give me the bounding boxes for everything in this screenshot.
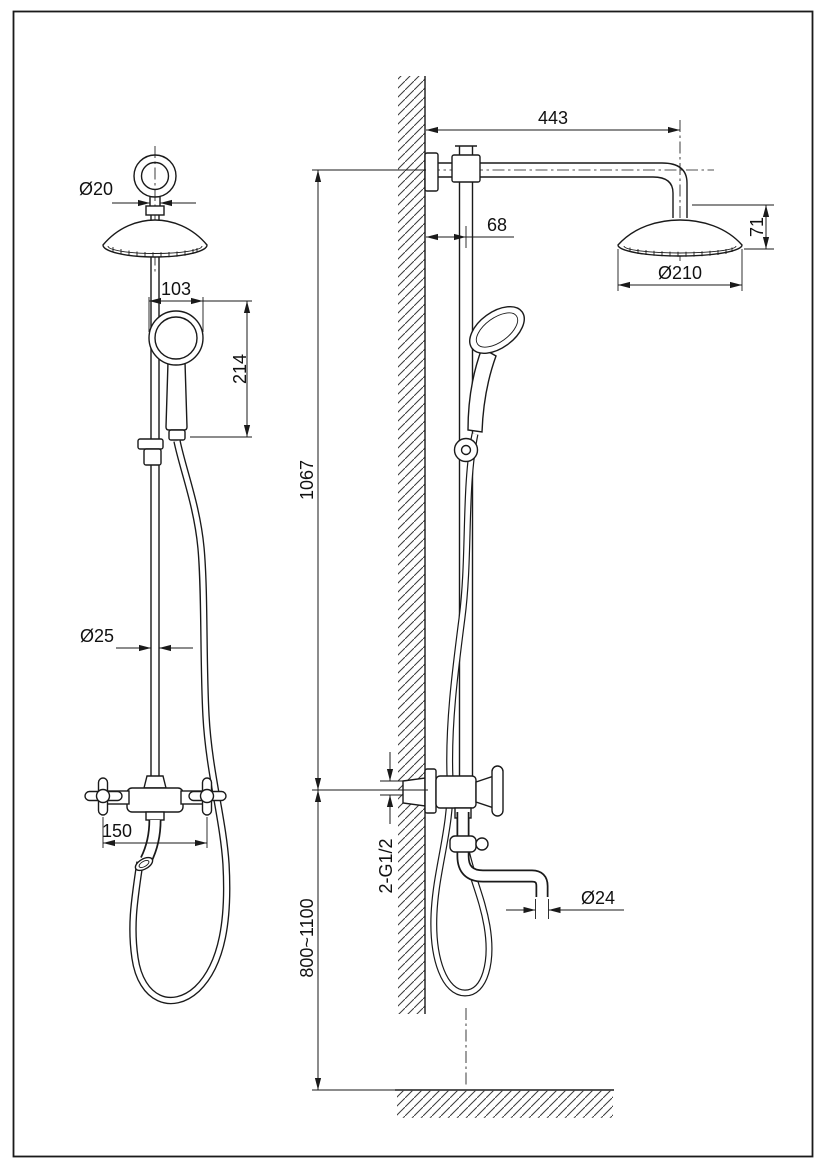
dim-hand-shower-height: 214 [190,300,252,438]
dim-inlet-thread: 2-G1/2 [376,752,403,894]
side-view [395,76,743,1118]
dim-inlet-distance: 150 [102,817,208,848]
arm-tube-inner [438,176,674,218]
dim-label: Ø24 [581,888,615,908]
extension-lines [692,204,774,250]
cross-handle-side [491,765,504,817]
dimension-annotations: Ø20 103 214 Ø25 150 443 [79,108,774,1091]
hand-shower-handle-front [165,361,188,431]
mixer-body-front [126,787,184,813]
dim-label: 150 [102,821,132,841]
arm-wall-flange [424,152,439,192]
shower-hose-front [129,440,231,1005]
wall-hatching [398,76,425,1014]
floor-hatching [397,1090,613,1118]
dim-label: 71 [747,217,767,237]
dim-label: Ø25 [80,626,114,646]
hand-shower-head-front [148,310,204,366]
rain-shower-head-front [102,219,208,258]
hang-ring-outer [133,154,177,198]
rain-head-nozzle-ticks-side [629,247,733,257]
mixer-wall-flange-side [424,768,437,814]
mixer-body-side [435,775,477,809]
shower-hose-front-inner [130,440,230,1003]
dim-arm-reach: 443 [426,108,680,134]
page-border [12,10,814,1158]
dim-rain-head-dia: Ø210 [617,249,743,291]
extension-lines [190,300,252,438]
dim-label: 800~1100 [297,898,317,977]
dim-label: 1067 [297,460,317,500]
rain-head-nozzle-ticks-front [112,247,198,258]
rain-shower-head-side [617,219,743,257]
slider-bracket-body-front [143,448,162,466]
dim-spout-dia: Ø24 [506,888,624,919]
wall-inlet-connector [402,777,426,807]
dim-hand-shower-width: 103 [148,279,204,332]
hand-shower-hose-nut-front [168,429,186,441]
dim-label: 443 [538,108,568,128]
dim-riser-dia: Ø25 [80,626,193,652]
arm-tee-fitting [451,154,481,183]
shower-hose-side-inner [431,433,492,996]
dim-install-height: 800~1100 [297,790,397,1091]
spout-tube-side-inner [458,812,547,897]
extension-lines [312,169,428,791]
dim-label: 68 [487,215,507,235]
hang-ring-inner [140,161,170,191]
dim-label: 103 [161,279,191,299]
hand-shower-handle-side [467,346,497,433]
dim-wall-offset: 68 [426,215,514,248]
shower-hose-side [430,433,493,997]
diverter-knob-side [475,837,489,851]
slider-ring-side [453,437,479,463]
slider-hub-side [460,444,472,456]
dim-label: 2-G1/2 [376,838,396,893]
dim-label: Ø210 [658,263,702,283]
spout-outlet-front-inner [138,859,150,869]
extension-lines [535,899,549,919]
cross-handle-left [84,777,123,816]
mixer-riser-connector-front [143,775,167,789]
dim-head-drop: 71 [692,204,774,250]
dim-riser-height: 1067 [297,169,428,791]
hand-shower-face-nozzles [154,316,198,360]
hand-shower-head-side [469,305,525,355]
dim-label: 214 [230,354,250,384]
front-view [84,146,231,1005]
handle-left-hub [95,788,111,804]
dim-label: Ø20 [79,179,113,199]
slider-bracket-top-front [137,438,164,450]
cross-handle-right [188,777,227,816]
handle-right-hub [199,788,215,804]
spout-neck-front [145,811,165,821]
arm-tube-outer [438,162,688,218]
hand-shower-head-side-inner [475,312,519,348]
rain-head-stem-front [150,257,160,266]
dim-hang-ring-pipe-dia: Ø20 [79,179,196,207]
diverter-body-side [449,835,477,853]
head-collar [145,205,165,216]
